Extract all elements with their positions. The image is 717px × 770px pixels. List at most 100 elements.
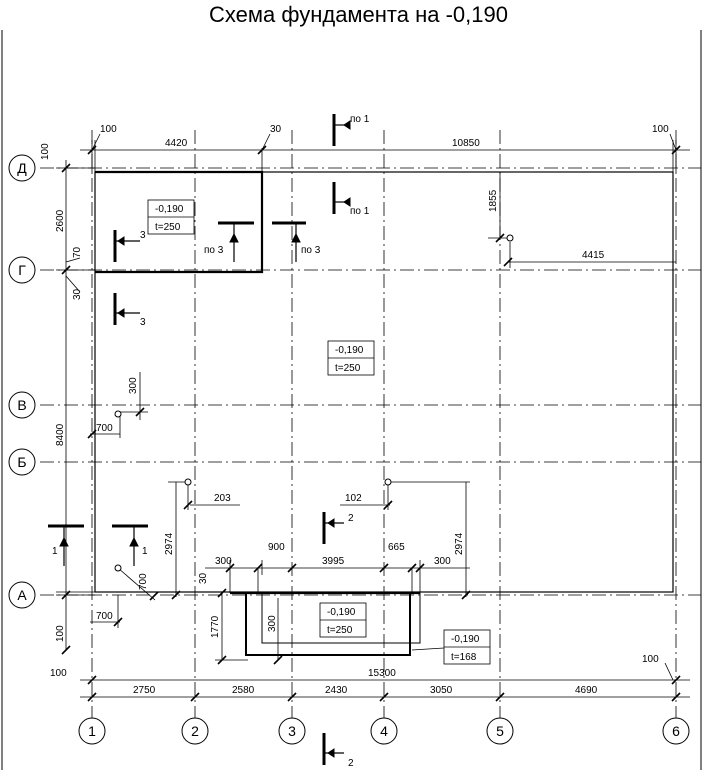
section-arrowhead bbox=[229, 232, 239, 243]
axis-bubble-1 bbox=[78, 717, 106, 745]
level-tag-2: -0,190 t=250 bbox=[327, 340, 375, 376]
dim-top-leader-30 bbox=[261, 133, 271, 151]
dim-text: 300 bbox=[267, 615, 278, 632]
dim-text: 100 bbox=[652, 124, 669, 135]
dim-text: 700 bbox=[138, 573, 149, 590]
level-tag-3: -0,190 t=250 bbox=[319, 602, 367, 638]
axis-bubbles-numbers bbox=[78, 717, 690, 745]
dim-text: 100 bbox=[40, 143, 51, 160]
dim-text: 2974 bbox=[164, 532, 175, 555]
ref-circle bbox=[114, 564, 122, 572]
tick bbox=[495, 233, 505, 243]
level-tag-level: -0,190 bbox=[335, 345, 364, 356]
level-tag-thickness: t=250 bbox=[155, 222, 181, 233]
tick bbox=[87, 692, 97, 702]
section-arrowhead bbox=[117, 236, 125, 246]
axis-label-b: Б bbox=[17, 454, 26, 470]
dim-text: 700 bbox=[96, 423, 113, 434]
grid-axes-horizontal bbox=[40, 167, 701, 596]
dim-text: 2974 bbox=[454, 532, 465, 555]
dim-text: 4690 bbox=[575, 685, 598, 696]
dim-text: 4415 bbox=[582, 250, 605, 261]
section-markers bbox=[48, 114, 351, 765]
dim-ticks bbox=[61, 145, 681, 702]
tick bbox=[171, 590, 181, 600]
tick bbox=[61, 163, 71, 173]
level-tag-level: -0,190 bbox=[155, 204, 184, 215]
tick bbox=[190, 692, 200, 702]
tick bbox=[503, 257, 513, 267]
axis-label-6: 6 bbox=[672, 723, 680, 739]
section-label: по 1 bbox=[350, 114, 370, 125]
tick bbox=[383, 500, 393, 510]
section-arrowhead bbox=[59, 536, 69, 547]
dim-text: 100 bbox=[50, 668, 67, 679]
section-label: 3 bbox=[140, 230, 146, 241]
dim-text: 665 bbox=[388, 542, 405, 553]
dim-text: 300 bbox=[128, 377, 139, 394]
tick bbox=[287, 692, 297, 702]
dim-top-leader-100-left bbox=[91, 133, 101, 151]
dim-text: 100 bbox=[55, 625, 66, 642]
tick bbox=[135, 407, 145, 417]
axis-bubble-4 bbox=[370, 717, 398, 745]
dim-text: 300 bbox=[434, 556, 451, 567]
section-arrowhead bbox=[343, 120, 351, 130]
dim-text: 30 bbox=[270, 124, 282, 135]
axis-label-d: Д bbox=[17, 160, 27, 176]
dim-text: 1855 bbox=[488, 189, 499, 212]
section-label: по 3 bbox=[301, 245, 321, 256]
tick bbox=[287, 563, 297, 573]
dim-text: 3050 bbox=[430, 685, 453, 696]
section-arrowhead bbox=[291, 232, 301, 243]
dim-text: 700 bbox=[96, 611, 113, 622]
tick bbox=[253, 563, 263, 573]
axis-bubble-v bbox=[8, 391, 36, 419]
axis-label-4: 4 bbox=[380, 723, 388, 739]
section-label: 1 bbox=[52, 546, 58, 557]
upper-slab-thick-outline bbox=[95, 170, 264, 274]
section-arrowhead bbox=[327, 518, 335, 528]
reference-circles bbox=[114, 234, 514, 572]
level-tag-level: -0,190 bbox=[451, 634, 480, 645]
section-arrowhead bbox=[117, 308, 125, 318]
level-tag-thickness: t=168 bbox=[451, 652, 477, 663]
section-label: 1 bbox=[142, 546, 148, 557]
grid-axes-vertical bbox=[91, 130, 677, 718]
axis-bubble-g bbox=[8, 256, 36, 284]
axis-label-3: 3 bbox=[288, 723, 296, 739]
tick bbox=[671, 692, 681, 702]
dim-text: 300 bbox=[215, 556, 232, 567]
tick bbox=[87, 429, 97, 439]
axis-bubbles-letters bbox=[8, 154, 36, 609]
tick bbox=[61, 590, 71, 600]
tick bbox=[671, 145, 681, 155]
dim-text: 4420 bbox=[165, 138, 188, 149]
dim-text: 8400 bbox=[55, 423, 66, 446]
dim-lines bbox=[56, 133, 690, 698]
dim-text: 2580 bbox=[232, 685, 255, 696]
dim-text: 2750 bbox=[133, 685, 156, 696]
drawing-title: Схема фундамента на -0,190 bbox=[209, 2, 508, 27]
dim-text: 203 bbox=[214, 493, 231, 504]
level-tag-1: -0,190 t=250 bbox=[147, 199, 195, 235]
tick bbox=[495, 692, 505, 702]
tick bbox=[257, 145, 267, 155]
section-arrowhead bbox=[129, 536, 139, 547]
tick bbox=[225, 563, 235, 573]
pit-outer-outline bbox=[261, 593, 421, 644]
section-label: по 3 bbox=[204, 245, 224, 256]
axis-label-1: 1 bbox=[88, 723, 96, 739]
ref-circle bbox=[184, 478, 192, 486]
level-tag-thickness: t=250 bbox=[327, 625, 353, 636]
axis-bubble-2 bbox=[181, 717, 209, 745]
tick bbox=[379, 692, 389, 702]
dim-text: 2600 bbox=[55, 209, 66, 232]
dim-text: 10850 bbox=[452, 138, 480, 149]
tick bbox=[407, 563, 417, 573]
ref-circle bbox=[114, 410, 122, 418]
dim-bottom-leader-100 bbox=[664, 662, 674, 681]
tick bbox=[217, 655, 227, 665]
section-arrowhead bbox=[343, 197, 351, 207]
